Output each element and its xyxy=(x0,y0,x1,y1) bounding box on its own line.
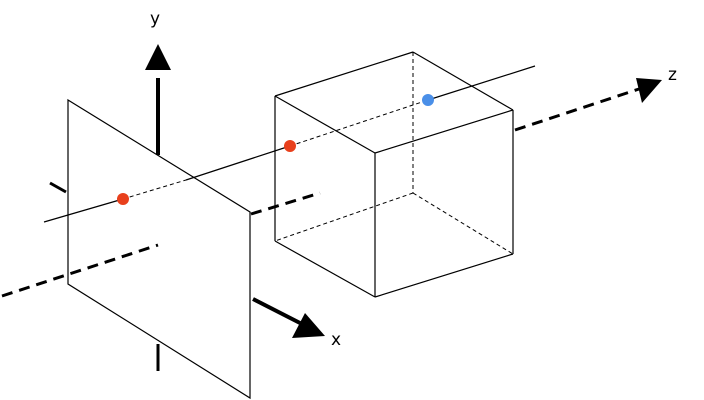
ray-segment-exit xyxy=(427,65,536,101)
z-axis-arrowhead xyxy=(636,78,662,103)
ray xyxy=(43,65,536,223)
y-axis xyxy=(145,44,171,155)
x-axis-arrowhead xyxy=(292,313,325,338)
image-point xyxy=(117,193,129,205)
ray-hidden xyxy=(122,99,429,200)
cube xyxy=(274,51,514,298)
x-axis-label: x xyxy=(331,330,341,350)
cube-entry-point xyxy=(284,140,296,152)
z-axis-label: z xyxy=(668,65,677,85)
plane-left-tick xyxy=(49,181,67,194)
points xyxy=(117,94,434,205)
cube-hidden-edges xyxy=(274,52,514,255)
y-axis-arrowhead xyxy=(145,44,171,70)
ray-segment-origin xyxy=(43,198,124,223)
cube-exit-point xyxy=(422,94,434,106)
ray-segment-after-plane xyxy=(185,145,291,181)
z-axis-dashed-back xyxy=(514,86,643,132)
x-axis xyxy=(252,297,325,338)
z-axis-dashed-front xyxy=(1,243,159,298)
x-axis-shaft xyxy=(252,297,301,325)
y-axis-label: y xyxy=(150,9,160,29)
image-plane xyxy=(67,98,251,400)
z-axis-dashed-mid xyxy=(250,191,321,216)
